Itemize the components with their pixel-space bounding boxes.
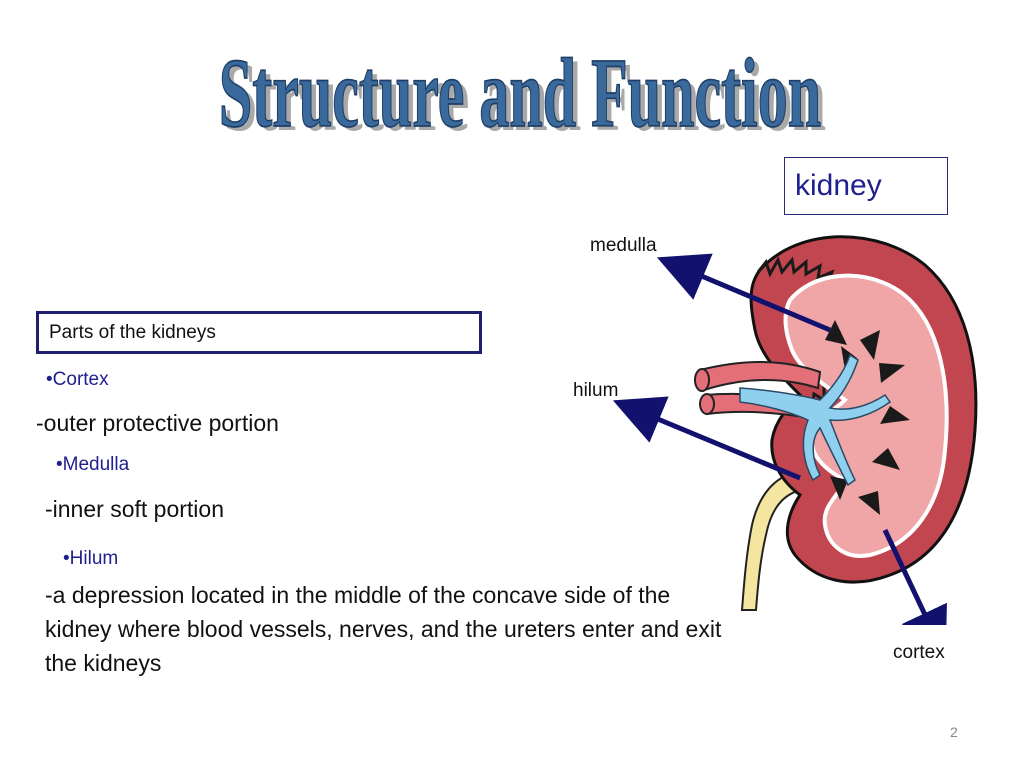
label-medulla: medulla [590, 235, 657, 256]
title-text: Structure and Function [219, 38, 821, 148]
bullet-cortex: •Cortex [46, 369, 109, 390]
parts-header-box: Parts of the kidneys [36, 311, 482, 354]
artery-opening [694, 368, 710, 392]
vein-opening [699, 393, 715, 415]
bullet-medulla: •Medulla [56, 454, 130, 475]
label-hilum: hilum [573, 380, 619, 401]
renal-pyramids [814, 320, 910, 515]
renal-pelvis [739, 353, 892, 487]
arrow-hilum [612, 396, 801, 481]
desc-cortex: -outer protective portion [36, 410, 279, 436]
bullet-hilum: •Hilum [63, 548, 119, 569]
title-wordart: Structure and Function Structure and Fun… [218, 37, 826, 152]
arrow-medulla [656, 253, 831, 333]
label-cortex: cortex [893, 642, 945, 663]
title-shadow: Structure and Function [224, 42, 826, 152]
desc-medulla: -inner soft portion [45, 496, 224, 522]
ureter [740, 468, 813, 611]
arrow-cortex [882, 528, 947, 625]
slide-title: Structure and Function Structure and Fun… [200, 22, 840, 152]
page-number: 2 [950, 724, 958, 740]
kidney-label-box: kidney [784, 157, 948, 215]
desc-hilum: -a depression located in the middle of t… [45, 582, 722, 676]
renal-artery [698, 361, 822, 392]
kidney-illustration [612, 235, 978, 625]
